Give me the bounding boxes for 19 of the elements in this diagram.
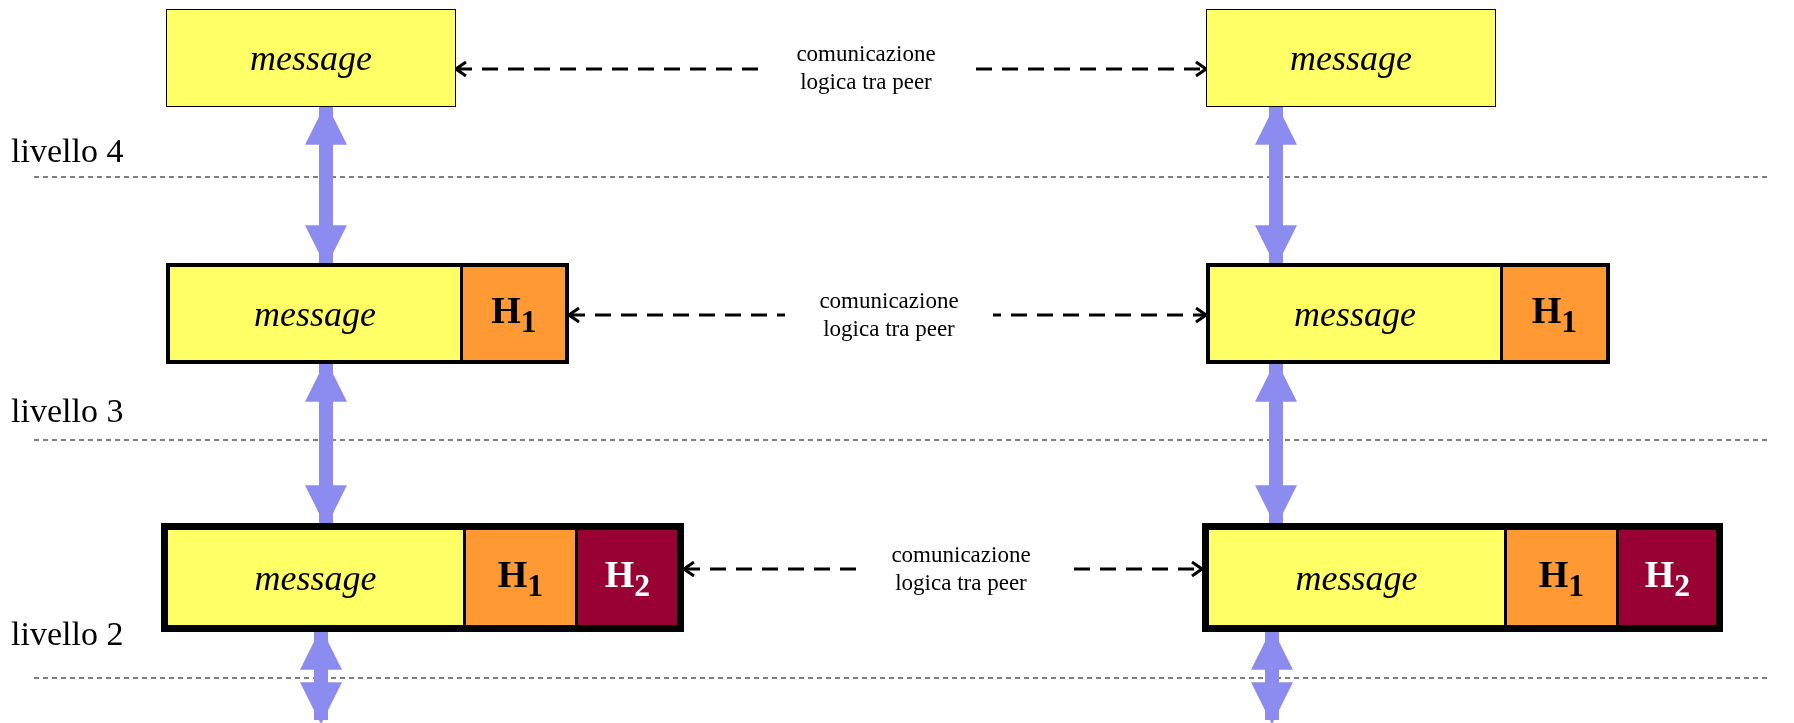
- frame-box: [161, 523, 684, 632]
- header-field: H$_{1}$: [460, 267, 565, 360]
- level-label: livello 2: [11, 615, 124, 653]
- header-field: H$_{1}$: [1504, 530, 1616, 625]
- header-field: H$_{2}$: [575, 530, 677, 625]
- level-label: livello 3: [11, 392, 124, 430]
- message-field: message: [1210, 267, 1500, 360]
- frame-box: [1202, 523, 1723, 632]
- message-field: message: [170, 267, 460, 360]
- frame-box: [1206, 263, 1610, 364]
- message-field: message: [1209, 530, 1504, 625]
- message-field: message: [1206, 9, 1496, 107]
- message-field: message: [166, 9, 456, 107]
- frame-box: [166, 263, 569, 364]
- level-label: livello 4: [11, 132, 124, 170]
- header-field: H$_{2}$: [1616, 530, 1716, 625]
- message-field: message: [168, 530, 463, 625]
- header-field: H$_{1}$: [463, 530, 575, 625]
- header-field: H$_{1}$: [1500, 267, 1606, 360]
